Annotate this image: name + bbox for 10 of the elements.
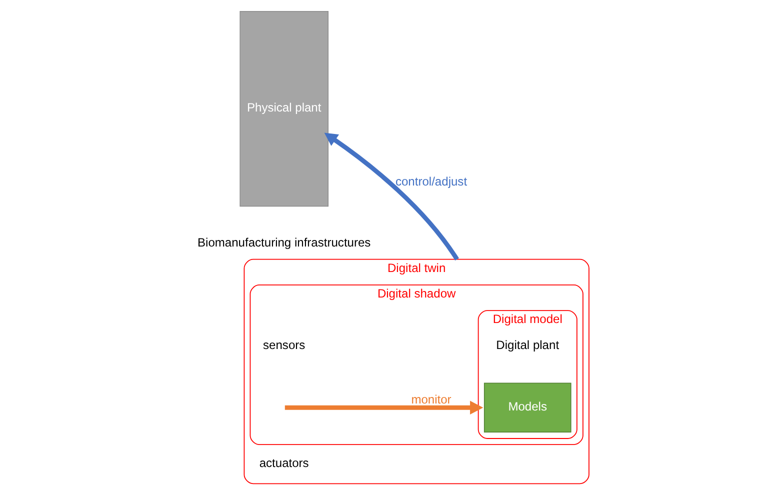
node-box: Models <box>483 382 571 432</box>
node-label: Biomanufacturing infrastructures <box>197 235 370 250</box>
arrow <box>324 132 458 261</box>
label: actuators <box>258 456 308 470</box>
node-label: Digital plant <box>496 338 559 352</box>
arrow <box>284 400 483 415</box>
label: sensors <box>262 338 305 352</box>
node-box: Physical plant <box>239 10 328 207</box>
edge-label: control/adjust <box>394 174 467 188</box>
edge-label: monitor <box>410 392 451 407</box>
